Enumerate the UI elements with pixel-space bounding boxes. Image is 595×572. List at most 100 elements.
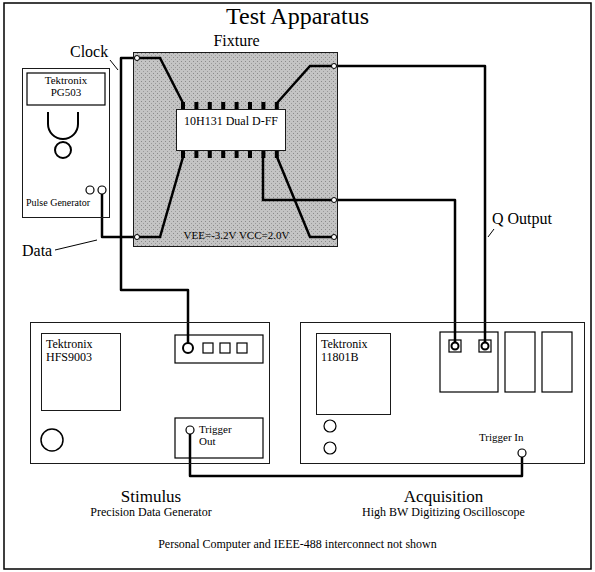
oscilloscope-panel	[324, 442, 336, 454]
instrument-name: Tektronix 11801B	[321, 338, 387, 365]
chip-pin	[194, 102, 198, 109]
instrument-screen: Tektronix 11801B	[316, 333, 391, 415]
pulse-generator-panel	[86, 186, 94, 194]
data-generator-panel	[237, 343, 247, 353]
chip-pin	[275, 102, 279, 109]
data-generator-panel	[175, 418, 263, 458]
data-generator-panel	[41, 429, 63, 451]
fixture-label: Fixture	[134, 32, 339, 50]
chip-pin	[248, 102, 252, 109]
oscilloscope-panel	[324, 420, 336, 432]
oscilloscope-panel	[518, 449, 526, 457]
cable	[121, 58, 188, 322]
chip-pin	[208, 151, 212, 158]
instrument-screen: Tektronix HFS9003	[41, 333, 121, 411]
data-generator-panel	[186, 426, 194, 434]
data-generator-panel	[183, 343, 193, 353]
fixture-connector	[332, 235, 337, 240]
cable	[102, 218, 133, 237]
page-frame	[4, 3, 591, 569]
oscilloscope-panel	[454, 322, 457, 343]
pulse-generator: Tektronix PG503Pulse Generator	[22, 68, 110, 218]
cable	[102, 218, 133, 237]
fixture-connector	[332, 198, 337, 203]
oscilloscope-panel	[505, 332, 535, 392]
oscilloscope: Trigger InAcquisitionHigh BW Digitizing …	[300, 322, 585, 464]
fixture-connector	[135, 56, 337, 240]
fixture-board	[133, 52, 338, 247]
data-generator-panel	[189, 434, 192, 464]
note: Personal Computer and IEEE-488 interconn…	[0, 538, 595, 551]
supply-voltage: VEE=-3.2V VCC=2.0V	[154, 229, 319, 241]
data-generator: Trigger OutStimulusPrecision Data Genera…	[30, 322, 270, 464]
instrument-role: Stimulus	[31, 487, 271, 506]
cable	[338, 66, 485, 322]
pulse-generator-panel	[55, 142, 71, 158]
pulse-generator-panel	[48, 112, 78, 139]
instrument-description: High BW Digitizing Oscilloscope	[301, 506, 586, 519]
leader-line	[110, 60, 118, 70]
cable	[338, 200, 455, 322]
fixture-trace	[134, 58, 183, 103]
instrument-name: Tektronix HFS9003	[46, 338, 116, 365]
port-label: Trigger Out	[199, 423, 241, 448]
chip-pin	[208, 102, 212, 109]
cable	[190, 464, 522, 476]
diagram-title: Test Apparatus	[0, 3, 595, 30]
fixture-trace	[277, 66, 337, 103]
page-frame	[4, 3, 591, 569]
pulse-generator-panel	[27, 73, 105, 105]
fixture-connector	[332, 64, 337, 69]
fixture-connector	[135, 56, 140, 61]
signal-label: Clock	[70, 43, 108, 61]
signal-label: Q Output	[492, 210, 552, 228]
leader-line	[55, 240, 97, 250]
fixture-trace	[277, 157, 337, 237]
chip-pin	[221, 102, 225, 109]
pulse-generator-panel	[27, 73, 106, 218]
data-generator-panel	[220, 343, 230, 353]
chip-pin	[194, 151, 198, 158]
fixture-trace	[263, 157, 337, 200]
oscilloscope-panel	[440, 332, 498, 392]
instrument-label: Pulse Generator	[26, 197, 100, 208]
chip-pin	[261, 102, 265, 109]
oscilloscope-panel	[484, 322, 487, 343]
port-label: Trigger In	[479, 431, 539, 443]
chip-pin	[181, 151, 185, 158]
cable	[121, 58, 188, 322]
cable	[338, 200, 455, 322]
test-fixture: FixtureVEE=-3.2V VCC=2.0V10H131 Dual D-F…	[133, 52, 338, 247]
chip-pin	[181, 102, 185, 109]
instrument-role: Acquisition	[301, 487, 586, 506]
pulse-generator-panel	[101, 194, 104, 218]
chip-pin	[235, 102, 239, 109]
cable	[190, 464, 522, 476]
leader-line	[488, 229, 494, 237]
data-generator-panel	[187, 322, 190, 343]
fixture-board	[133, 52, 338, 247]
chip-pin	[248, 151, 252, 158]
fixture-trace	[134, 58, 337, 237]
oscilloscope-panel	[452, 343, 459, 350]
fixture-connector	[135, 235, 140, 240]
oscilloscope-panel	[521, 457, 524, 464]
data-generator-panel	[203, 343, 213, 353]
oscilloscope-panel	[542, 332, 572, 392]
chip-label: 10H131 Dual D-FF	[181, 115, 281, 128]
chip-pin	[261, 151, 265, 158]
fixture-trace	[134, 157, 183, 237]
ic-chip: 10H131 Dual D-FF	[176, 109, 286, 151]
chip-pin	[235, 151, 239, 158]
instrument-description: Precision Data Generator	[31, 506, 271, 519]
chip-pin	[275, 151, 279, 158]
chip-pin	[221, 151, 225, 158]
data-generator-panel	[41, 322, 263, 464]
oscilloscope-panel	[482, 343, 489, 350]
signal-label: Data	[22, 242, 52, 260]
cable	[338, 66, 485, 322]
instrument-name: Tektronix PG503	[29, 74, 103, 99]
pulse-generator-panel	[98, 186, 106, 194]
